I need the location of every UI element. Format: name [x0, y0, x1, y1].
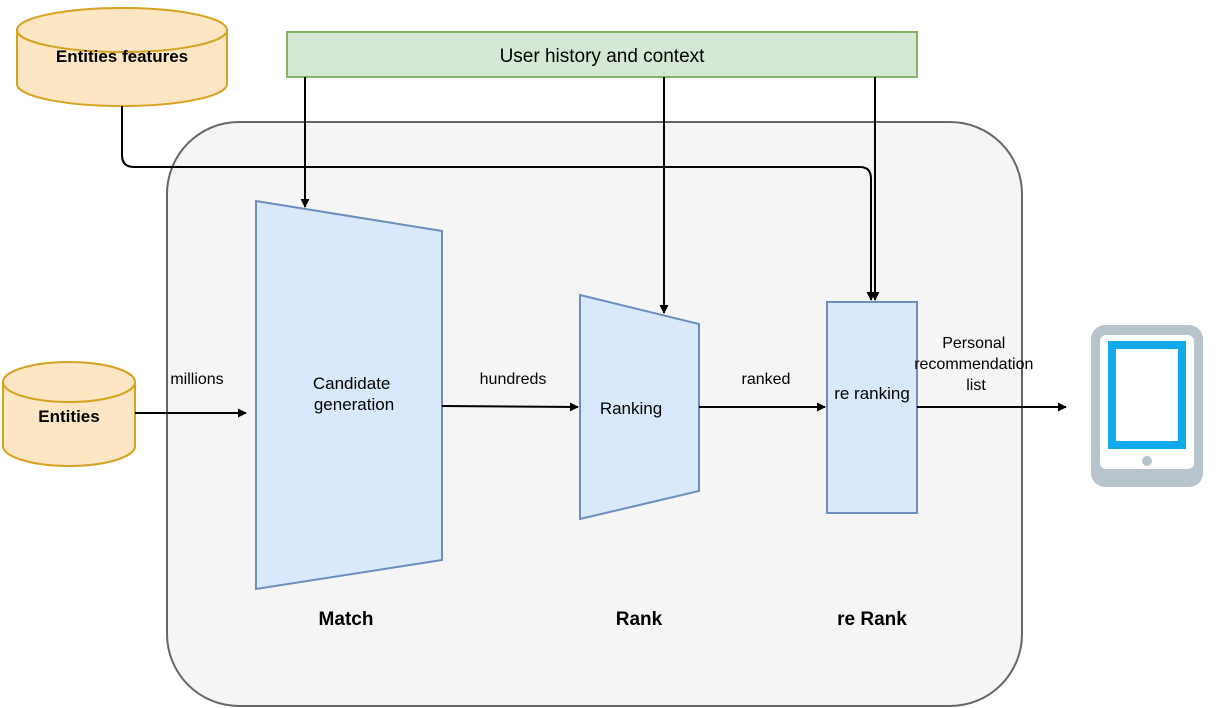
candidate-generation-stage — [255, 199, 443, 591]
context-bar-label: User history and context — [500, 46, 706, 67]
personal-list-line-3: list — [966, 377, 986, 394]
rank-phase-label: Rank — [616, 609, 663, 630]
millions-label: millions — [170, 371, 223, 388]
candidate-generation-line-2: generation — [314, 395, 394, 414]
re-ranking-label: re ranking — [834, 384, 910, 403]
entities-label: Entities — [38, 407, 99, 426]
candidate-generation-text: Candidate generation — [313, 374, 395, 414]
entities-store: Entities — [2, 361, 136, 467]
re-rank-phase-label: re Rank — [837, 609, 907, 630]
personal-list-line-2: recommendation — [914, 356, 1033, 373]
context-bar — [286, 31, 918, 78]
re-ranking-stage — [826, 301, 918, 514]
candidate-to-ranking-arrow — [441, 402, 579, 412]
hundreds-label: hundreds — [480, 371, 547, 388]
ranking-stage — [579, 293, 700, 521]
personal-list-line-1: Personal — [942, 335, 1005, 352]
features-to-rerank-connector — [121, 106, 876, 301]
ranked-label: ranked — [742, 371, 791, 388]
ranking-label: Ranking — [600, 399, 662, 418]
entities-features-store: Entities features — [16, 7, 228, 107]
match-phase-label: Match — [319, 609, 374, 630]
personal-list-label: Personal recommendation list — [914, 335, 1038, 394]
tablet-icon — [1091, 325, 1203, 487]
entities-features-label: Entities features — [56, 47, 188, 66]
candidate-generation-line-1: Candidate — [313, 374, 391, 393]
